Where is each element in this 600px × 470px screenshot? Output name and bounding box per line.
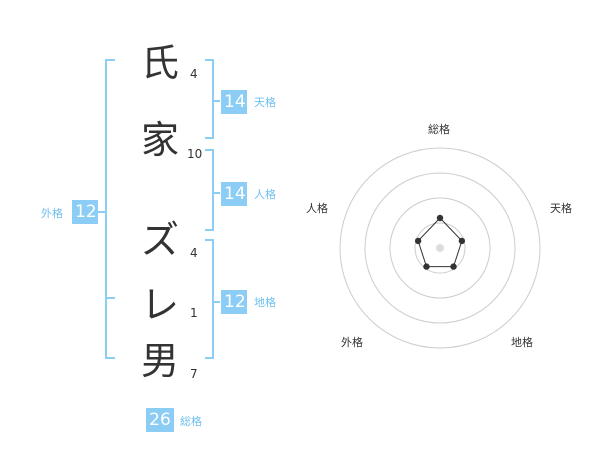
name-char-1: 氏 (140, 41, 179, 85)
radar-ring-2 (389, 197, 491, 299)
name-char-5: 男 (140, 339, 179, 383)
stroke-count-2: 10 (187, 147, 203, 161)
jinkaku-value: 14 (221, 182, 247, 206)
stroke-count-4: 1 (190, 306, 198, 320)
jinkaku-label: 人格 (254, 188, 276, 201)
radar-label-tenkaku: 天格 (550, 202, 572, 215)
stroke-count-5: 7 (190, 367, 198, 381)
radar-chart (339, 147, 541, 349)
radar-point-5 (414, 237, 422, 245)
radar-point-3 (450, 263, 457, 270)
tenkaku-label: 天格 (254, 96, 276, 109)
radar-ring-1 (414, 222, 466, 274)
radar-label-chikaku: 地格 (511, 336, 533, 349)
chikaku-value: 12 (221, 290, 247, 314)
stroke-count-1: 4 (190, 67, 198, 81)
tenkaku-value: 14 (221, 90, 247, 114)
chikaku-label: 地格 (254, 296, 276, 309)
name-char-2: 家 (140, 118, 179, 162)
gaikaku-label: 外格 (41, 207, 63, 220)
radar-label-jinkaku: 人格 (306, 202, 328, 215)
radar-center (436, 244, 444, 252)
stroke-count-3: 4 (190, 246, 198, 260)
name-char-4: レ (140, 283, 179, 327)
radar-ring-4 (339, 147, 541, 349)
gaikaku-value: 12 (72, 200, 98, 224)
radar-point-1 (436, 214, 444, 222)
radar-label-gaikaku: 外格 (341, 336, 363, 349)
radar-label-soukaku: 総格 (428, 123, 450, 136)
radar-ring-3 (364, 172, 516, 324)
name-char-3: ズ (140, 218, 179, 262)
radar-polygon (417, 217, 463, 268)
soukaku-label: 総格 (180, 415, 202, 428)
radar-point-4 (423, 263, 430, 270)
radar-point-2 (458, 237, 466, 245)
soukaku-value: 26 (146, 408, 174, 432)
